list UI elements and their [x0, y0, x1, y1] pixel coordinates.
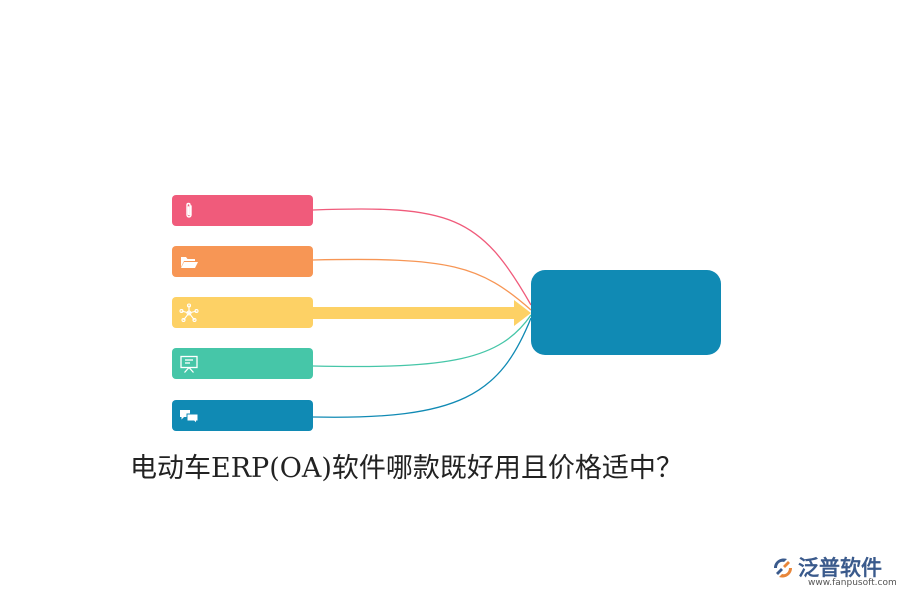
connector-line-chat [312, 317, 532, 418]
node-network [172, 297, 313, 328]
node-folder [172, 246, 313, 277]
paperclip-icon [186, 202, 192, 218]
central-hub-box [531, 270, 721, 355]
page-title: 电动车ERP(OA)软件哪款既好用且价格适中？ [130, 453, 683, 484]
presentation-board-icon [180, 355, 198, 373]
node-presentation [172, 348, 313, 379]
connector-line-folder [312, 258, 532, 311]
chat-bubbles-icon [180, 410, 199, 425]
fanpu-logo-mark-icon [774, 558, 792, 578]
folder-icon [181, 257, 198, 268]
connector-line-clip [312, 208, 532, 306]
node-chat [172, 400, 313, 431]
network-icon [179, 303, 199, 323]
logo-brand-name: 泛普软件 [798, 556, 882, 580]
connector-line-presentation [312, 314, 532, 368]
connector-arrowhead-network [514, 300, 531, 326]
brand-logo: 泛普软件 www.fanpusoft.com [768, 551, 897, 591]
logo-url: www.fanpusoft.com [808, 578, 897, 588]
node-clip [172, 195, 313, 226]
